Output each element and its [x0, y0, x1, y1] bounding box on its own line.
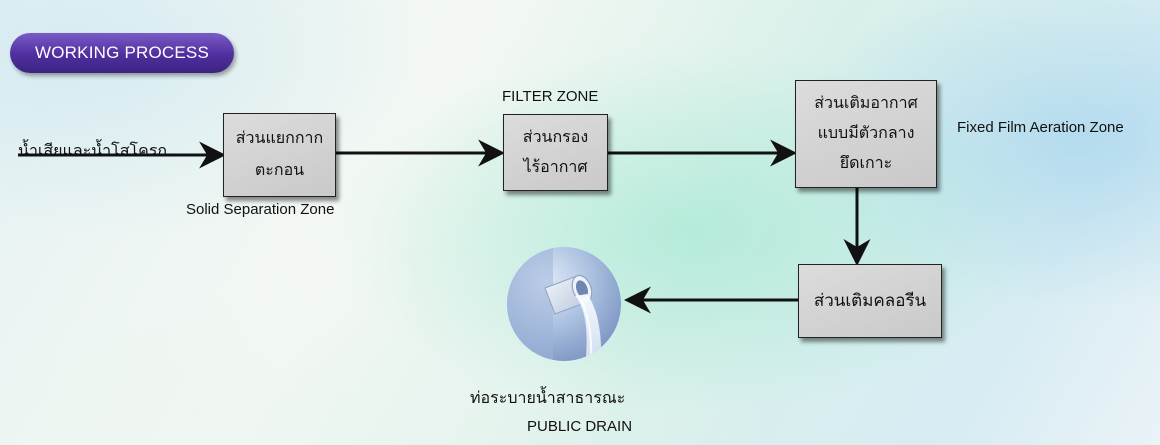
solid-separation-box: ส่วนแยกกาก ตะกอน	[223, 113, 336, 197]
public-drain-thai-label: ท่อระบายน้ำสาธารณะ	[470, 390, 626, 407]
filter-zone-label: FILTER ZONE	[502, 88, 599, 105]
solid-separation-line-2: ตะกอน	[254, 162, 305, 179]
wastewater-input-label: น้ำเสียและน้ำโสโครก	[18, 143, 168, 160]
aeration-zone-label: Fixed Film Aeration Zone	[957, 119, 1124, 136]
chlorine-line-1: ส่วนเติมคลอรีน	[813, 291, 927, 311]
aeration-line-3: ยึดเกาะ	[839, 155, 893, 172]
drain-pipe-icon	[507, 247, 621, 361]
aeration-line-1: ส่วนเติมอากาศ	[814, 95, 918, 112]
aeration-line-2: แบบมีตัวกลาง	[817, 125, 915, 142]
working-process-badge: WORKING PROCESS	[10, 33, 234, 73]
solid-separation-line-1: ส่วนแยกกาก	[235, 130, 324, 147]
filter-line-1: ส่วนกรอง	[522, 128, 589, 146]
filter-box: ส่วนกรอง ไร้อากาศ	[503, 114, 608, 191]
chlorine-box: ส่วนเติมคลอรีน	[798, 264, 942, 338]
solid-separation-zone-label: Solid Separation Zone	[186, 201, 335, 218]
public-drain-en-label: PUBLIC DRAIN	[527, 418, 633, 435]
aeration-box: ส่วนเติมอากาศ แบบมีตัวกลาง ยึดเกาะ	[795, 80, 937, 188]
filter-line-2: ไร้อากาศ	[523, 158, 588, 176]
